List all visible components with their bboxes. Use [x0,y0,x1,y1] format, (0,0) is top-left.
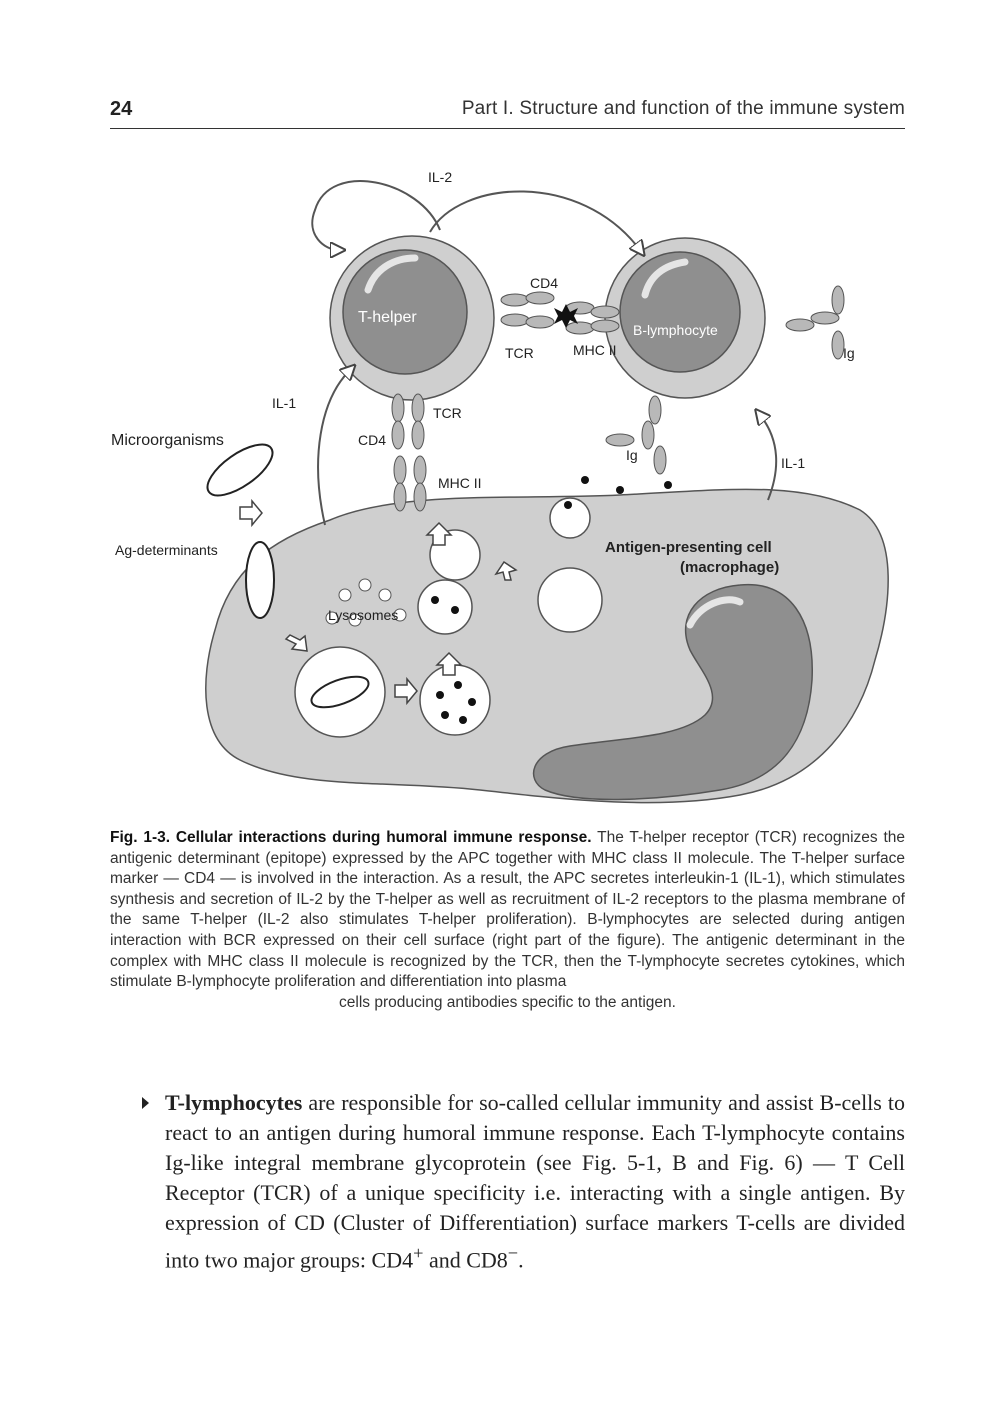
label-tcr-right: TCR [505,345,534,361]
label-mhc-right: MHC II [573,342,617,358]
bullet-arrow-icon [142,1097,149,1109]
label-b-lymphocyte: B-lymphocyte [633,322,718,338]
caption-last-line: cells producing antibodies specific to t… [339,993,676,1011]
ig-antibody-right [785,285,845,360]
label-il2: IL-2 [428,169,452,185]
t-helper-cell [329,235,495,401]
page-number: 24 [110,98,133,120]
ig-antibody-center [605,395,667,475]
antigen-determinants [431,476,672,724]
b-lymphocyte-cell [604,237,766,399]
apc-nucleus [532,583,813,801]
label-lysosomes: Lysosomes [328,607,398,623]
running-title: Part I. Structure and function of the im… [461,98,905,119]
label-ig-right: Ig [843,345,855,361]
body-sup-minus: − [507,1243,519,1263]
label-apc-line1: Antigen-presenting cell [605,539,772,556]
caption-label: Fig. 1-3. Cellular interactions during h… [110,829,592,846]
body-text: are responsible for so-called cellular i… [165,1090,905,1273]
il2-arrow-right [429,190,640,250]
antigen-star [554,304,578,328]
label-t-helper: T-helper [358,309,417,326]
vesicle-top [549,497,591,539]
body-sup-plus: + [413,1243,424,1263]
body-term: T-lymphocytes [165,1090,303,1115]
il1-arrow-left [317,370,350,526]
vesicle-fragments [417,579,473,635]
label-cd4-top: CD4 [530,275,558,291]
figure-caption: Fig. 1-3. Cellular interactions during h… [110,828,905,1013]
tcr-mhc-complex-vertical [391,393,427,512]
label-il1-left: IL-1 [272,395,296,411]
microorganism [206,443,274,497]
nucleus-highlight [686,596,744,629]
label-apc-line2: (macrophage) [680,559,779,576]
label-microorganisms: Microorganisms [111,432,224,449]
tcr-mhc-complex-horizontal [500,291,620,335]
lysosomes [325,578,407,627]
process-arrows [239,498,518,706]
page-header: 24 Part I. Structure and function of the… [110,98,905,129]
label-mhc-below: MHC II [438,475,482,491]
label-il1-right: IL-1 [781,455,805,471]
caption-text: The T-helper receptor (TCR) recognizes t… [110,829,905,991]
microorganism-engulfed [245,541,275,619]
label-cd4-below: CD4 [358,432,386,448]
label-ag-determinants: Ag-determinants [115,542,218,558]
body-mid: and CD8 [423,1247,508,1273]
label-ig-center: Ig [626,447,638,463]
body-end: . [518,1247,524,1273]
label-tcr-below: TCR [433,405,462,421]
bullet-t-lymphocytes: T-lymphocytes are responsible for so-cal… [142,1088,905,1275]
il2-arrow-loop [311,180,441,250]
vesicle-ig [537,567,603,633]
il1-arrow-right [760,415,778,501]
figure-cellular-interactions: IL-2 CD4 T-helper B-lymphocyte TCR MHC I… [111,169,889,804]
